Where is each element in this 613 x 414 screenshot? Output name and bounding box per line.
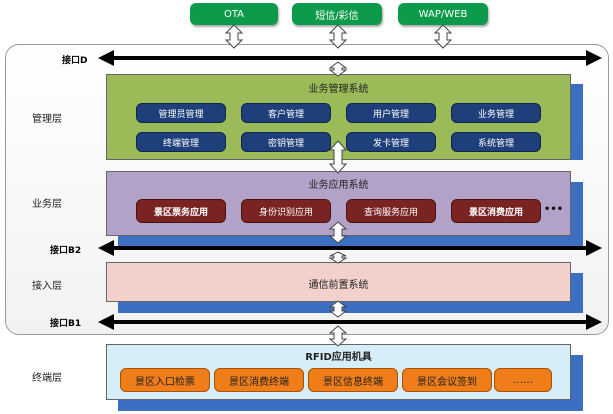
interface-b2-arrow <box>98 240 602 256</box>
interface-b2-label: 接口B2 <box>50 246 82 256</box>
interface-d-arrow <box>98 50 602 66</box>
ota-link-arrow <box>224 24 244 49</box>
device-meeting-checkin: 景区会议签到 <box>402 368 492 392</box>
access-system-panel: 通信前置系统 <box>106 262 571 302</box>
interface-d-label: 接口D <box>62 56 88 66</box>
module-system-management: 系统管理 <box>451 132 541 152</box>
app-scenic-ticketing: 景区票务应用 <box>136 199 226 223</box>
business-to-b2-arrow <box>328 221 348 244</box>
layer-terminal-label: 终端层 <box>32 373 62 384</box>
sms-mms-system: 短信/彩信 <box>292 3 382 25</box>
app-scenic-consumption: 景区消费应用 <box>451 199 541 223</box>
ota-system: OTA <box>190 3 278 25</box>
wap-web-system: WAP/WEB <box>398 3 488 25</box>
interface-b1-arrow <box>98 314 602 330</box>
layer-management-label: 管理层 <box>32 114 62 125</box>
management-system-title: 业务管理系统 <box>308 84 369 95</box>
wap-link-arrow <box>433 24 453 49</box>
device-info-terminal: 景区信息终端 <box>308 368 398 392</box>
app-query-service: 查询服务应用 <box>346 199 436 223</box>
access-to-b1-arrow <box>328 300 348 318</box>
access-system-title: 通信前置系统 <box>308 280 369 291</box>
module-customer-management: 客户管理 <box>241 103 331 123</box>
device-consumption-terminal: 景区消费终端 <box>214 368 304 392</box>
sms-link-arrow <box>328 24 348 49</box>
layer-business-label: 业务层 <box>32 199 62 210</box>
more-apps-ellipsis: ••• <box>544 204 564 215</box>
module-user-management: 用户管理 <box>346 103 436 123</box>
b2-to-access-arrow <box>328 251 348 264</box>
interface-b1-label: 接口B1 <box>50 319 82 329</box>
module-terminal-management: 终端管理 <box>136 132 226 152</box>
business-system-title: 业务应用系统 <box>308 180 369 191</box>
terminal-system-title: RFID应用机具 <box>305 352 372 363</box>
bus-d-to-management-arrow <box>328 61 348 77</box>
management-to-business-arrow <box>328 140 348 174</box>
module-business-management: 业务管理 <box>451 103 541 123</box>
module-admin-management: 管理员管理 <box>136 103 226 123</box>
module-key-management: 密钥管理 <box>241 132 331 152</box>
layer-access-label: 接入层 <box>32 281 62 292</box>
b1-to-terminal-arrow <box>328 325 348 347</box>
module-card-issuing-management: 发卡管理 <box>346 132 436 152</box>
device-more: …… <box>494 368 552 392</box>
device-entrance-ticket-check: 景区入口检票 <box>120 368 210 392</box>
app-identity-recognition: 身份识别应用 <box>241 199 331 223</box>
